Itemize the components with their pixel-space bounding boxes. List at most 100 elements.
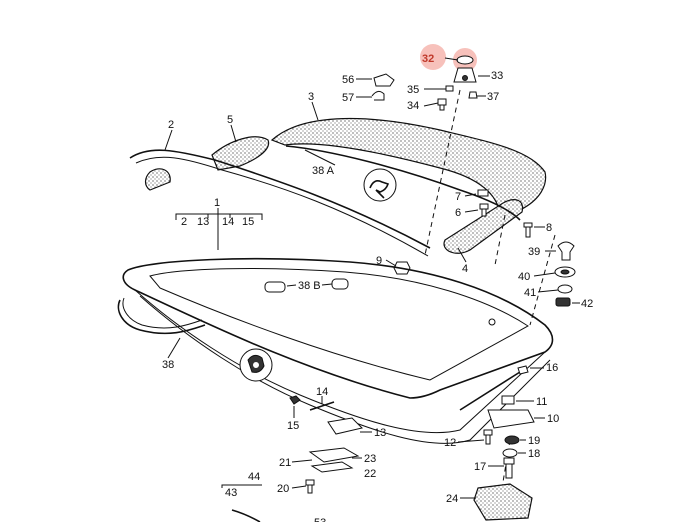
part-38b bbox=[264, 278, 349, 293]
part-34-bolt bbox=[437, 98, 447, 111]
profile-detail-circle bbox=[363, 168, 397, 202]
part-1-lid-inner bbox=[149, 268, 529, 381]
callout-5: 5 bbox=[227, 114, 233, 126]
part-43-cable bbox=[231, 509, 261, 522]
part-56-hinge bbox=[373, 73, 395, 87]
part-42-nut bbox=[555, 297, 571, 307]
callout-20: 20 bbox=[277, 483, 289, 495]
callout-6: 6 bbox=[455, 207, 461, 219]
callout-16: 16 bbox=[546, 362, 558, 374]
lock-hardware bbox=[457, 365, 545, 479]
callout-21: 21 bbox=[279, 457, 291, 469]
part-1-group-bracket bbox=[175, 208, 263, 250]
part-15-clip bbox=[289, 395, 301, 405]
bracket-hole bbox=[462, 75, 468, 81]
leader bbox=[537, 289, 559, 293]
highlight-halo bbox=[420, 44, 446, 70]
callout-23: 23 bbox=[364, 453, 376, 465]
leader bbox=[311, 101, 319, 121]
part-3-upper-seal bbox=[270, 117, 547, 216]
part-7-spacer bbox=[477, 189, 489, 197]
profile-detail-hole bbox=[253, 362, 259, 368]
callout-42: 42 bbox=[581, 298, 593, 310]
part-2-end-seal bbox=[144, 168, 171, 191]
leader bbox=[444, 57, 459, 61]
lid-fastener bbox=[488, 318, 496, 326]
guide-line bbox=[424, 89, 461, 256]
leader bbox=[464, 209, 479, 213]
hinge-hardware bbox=[356, 55, 490, 111]
group-bracket bbox=[221, 484, 262, 488]
leader bbox=[457, 247, 467, 263]
part-35-nut bbox=[445, 85, 454, 92]
part-5-corner-seal bbox=[211, 136, 270, 171]
part-37-clip bbox=[468, 91, 478, 99]
part-1-lid-outer bbox=[122, 257, 554, 399]
lower-hardware bbox=[221, 395, 372, 522]
leader bbox=[230, 124, 237, 143]
leader bbox=[457, 439, 485, 443]
leader bbox=[164, 129, 173, 151]
part-39-stud bbox=[557, 241, 575, 261]
callout-1-sub-14: 14 bbox=[222, 216, 234, 228]
part-13-catch bbox=[327, 417, 363, 435]
callout-39: 39 bbox=[528, 246, 540, 258]
callout-53: 53 bbox=[314, 517, 326, 522]
callout-40: 40 bbox=[518, 271, 530, 283]
leaders-upper bbox=[164, 101, 467, 263]
part-22-plate bbox=[308, 447, 360, 463]
profile-detail bbox=[363, 168, 397, 202]
part-20-screw bbox=[305, 479, 315, 494]
leader bbox=[423, 102, 439, 107]
callout-18: 18 bbox=[528, 448, 540, 460]
part-57-clip bbox=[371, 90, 385, 101]
leader bbox=[464, 193, 477, 197]
part-12-screw bbox=[483, 429, 493, 445]
callout-43: 43 bbox=[225, 487, 237, 499]
part-1-lid-lower-edge bbox=[134, 289, 546, 434]
leader bbox=[321, 283, 333, 286]
callout-33: 33 bbox=[491, 70, 503, 82]
callout-1-sub-13: 13 bbox=[197, 216, 209, 228]
part-18-washer bbox=[502, 448, 518, 458]
callout-4: 4 bbox=[462, 263, 468, 275]
part-38b-buffer bbox=[264, 281, 286, 293]
part-32-grommet bbox=[456, 55, 474, 65]
profile-detail-shape bbox=[369, 180, 390, 199]
callout-32: 32 bbox=[422, 53, 434, 65]
part-4-side-seal bbox=[443, 199, 524, 254]
callout-38b: 38 B bbox=[298, 280, 321, 292]
leader bbox=[533, 272, 556, 277]
callout-1: 1 bbox=[214, 197, 220, 209]
leader bbox=[385, 259, 397, 267]
part-38a-channel-inner bbox=[135, 156, 429, 257]
callout-12: 12 bbox=[444, 437, 456, 449]
part-19-nut bbox=[504, 435, 520, 445]
part-38a-rail bbox=[285, 145, 521, 221]
callout-8: 8 bbox=[546, 222, 552, 234]
leader bbox=[291, 459, 313, 463]
small-hardware bbox=[385, 189, 545, 275]
callout-44: 44 bbox=[248, 471, 260, 483]
callout-7: 7 bbox=[455, 191, 461, 203]
callout-1-sub-15: 15 bbox=[242, 216, 254, 228]
part-17-striker bbox=[503, 457, 515, 479]
callout-17: 17 bbox=[474, 461, 486, 473]
group-bracket bbox=[175, 213, 263, 220]
callout-11: 11 bbox=[536, 396, 547, 408]
part-40-washer-hole bbox=[560, 269, 570, 275]
part-1-lid-lower-edge-2 bbox=[139, 295, 551, 444]
part-38a-channel bbox=[129, 149, 431, 249]
callout-37: 37 bbox=[487, 91, 499, 103]
callout-3: 3 bbox=[308, 91, 314, 103]
guide-line bbox=[529, 234, 556, 326]
callout-1-sub-2: 2 bbox=[181, 216, 187, 228]
part-16-rod bbox=[459, 371, 521, 411]
callout-41: 41 bbox=[524, 287, 536, 299]
part-16-rod-end bbox=[517, 365, 529, 375]
callout-9: 9 bbox=[376, 255, 382, 267]
leader bbox=[304, 149, 336, 166]
callout-13: 13 bbox=[374, 427, 386, 439]
callout-19: 19 bbox=[528, 435, 540, 447]
